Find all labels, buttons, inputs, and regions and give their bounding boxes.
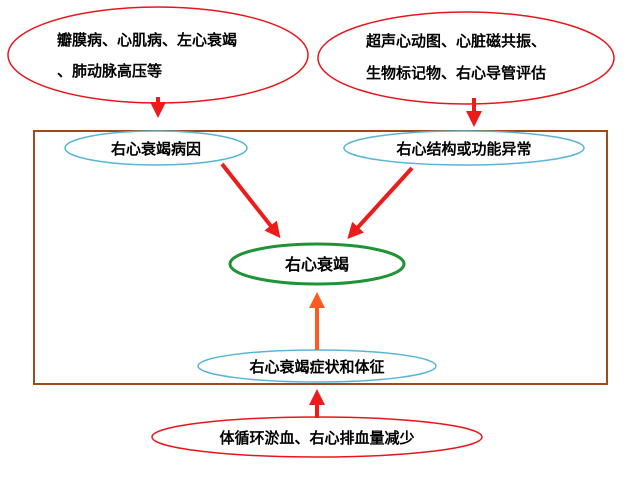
assessment-methods-node: 超声心动图、心脏磁共振、 生物标记物、右心导管评估 (317, 11, 615, 105)
rhf-node: 右心衰竭 (228, 242, 406, 286)
mechanism-node: 体循环淤血、右心排血量减少 (151, 416, 483, 458)
etiology-label: 右心衰竭病因 (111, 140, 201, 158)
causes-examples-node: 瓣膜病、心肌病、左心衰竭 、肺动脉高压等 (7, 6, 309, 104)
assessment-methods-line2: 生物标记物、右心导管评估 (366, 64, 546, 82)
causes-examples-line2: 、肺动脉高压等 (57, 62, 162, 80)
assessment-methods-line1: 超声心动图、心脏磁共振、 (365, 32, 546, 50)
causes-examples-line1: 瓣膜病、心肌病、左心衰竭 (57, 31, 237, 49)
symptoms-node: 右心衰竭症状和体征 (197, 349, 437, 383)
rhf-label: 右心衰竭 (285, 255, 349, 274)
etiology-node: 右心衰竭病因 (64, 130, 248, 166)
structural-abnormality-node: 右心结构或功能异常 (343, 130, 585, 166)
mechanism-label: 体循环淤血、右心排血量减少 (219, 429, 414, 447)
arrow-structural-to-rhf (347, 166, 414, 239)
structural-abnormality-label: 右心结构或功能异常 (396, 140, 531, 158)
main-frame-box (33, 130, 608, 385)
symptoms-label: 右心衰竭症状和体征 (249, 358, 384, 376)
arrow-etiology-to-rhf (220, 162, 281, 239)
